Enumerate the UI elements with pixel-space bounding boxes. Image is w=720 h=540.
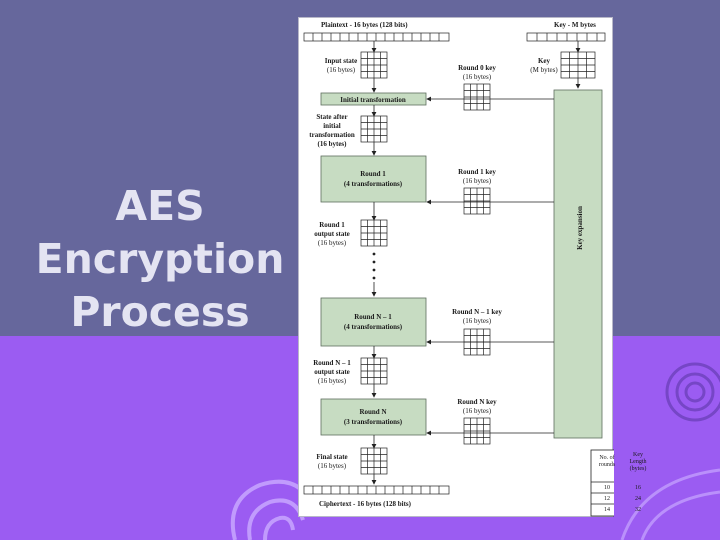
table-row: 12 24 [592,496,654,506]
slide-title-line-3: Process [70,288,250,336]
table-row: 14 32 [592,507,654,517]
round0-key-label: Round 0 key [458,64,496,72]
input-state-label: Input state [325,57,357,65]
round1-key-grid [463,187,491,215]
table-cell-key: 32 [635,507,641,513]
ciphertext-byte-bar [303,485,450,495]
round-n-minus-1-output-label: Round N – 1 [313,359,351,367]
input-state-size: (16 bytes) [327,66,356,74]
round-n-transformations: (3 transformations) [344,418,403,426]
slide-title-line-2: Encryption [35,235,285,283]
input-state-grid [360,51,388,79]
table-header-key-1: Key [633,452,643,458]
round1-output-size: (16 bytes) [318,239,347,247]
ellipsis-dots [372,252,376,280]
final-state-label: Final state [316,453,347,461]
table-cell-rounds: 10 [604,485,610,491]
plaintext-label: Plaintext - 16 bytes (128 bits) [321,21,408,29]
round-n-key-grid [463,417,491,445]
table-header-key-2: Length [629,459,647,465]
table-cell-rounds: 12 [604,496,610,502]
slide-title-line-1: AES [115,182,205,230]
key-expansion-box [553,89,603,439]
round-n-minus-1-output-size: (16 bytes) [318,377,347,385]
table-cell-key: 16 [635,485,641,491]
round0-key-grid [463,83,491,111]
round-n-minus-1-key-label: Round N – 1 key [452,308,502,316]
aes-diagram-image: Plaintext - 16 bytes (128 bits) Key - M … [298,17,614,517]
round-n-key-label: Round N key [457,398,497,406]
state-after-initial-grid [360,115,388,143]
slide-title: AES Encryption Process [20,180,300,339]
round-n-key-size: (16 bytes) [463,407,492,415]
round1-output-label: Round 1 [319,221,345,229]
round-n-minus-1-key-size: (16 bytes) [463,317,492,325]
round-n-minus-1-transformations: (4 transformations) [344,323,403,331]
final-state-grid [360,447,388,475]
rounds-table-text: No. of rounds Key Length (bytes) 10 16 1… [592,451,654,517]
table-header-rounds-2: rounds [598,462,616,468]
round-n-minus-1-label: Round N – 1 [354,313,392,321]
round-n-minus-1-output-grid [360,357,388,385]
final-state-size: (16 bytes) [318,462,347,470]
table-row: 10 16 [592,485,654,495]
state-after-initial-label-3: transformation [309,131,355,139]
key-expansion-label: Key expansion [576,206,584,250]
round-n-box [320,398,427,436]
round-n-minus-1-output-label-2: output state [314,368,350,376]
round1-output-label-2: output state [314,230,350,238]
state-after-initial-size: (16 bytes) [318,140,348,148]
state-after-initial-label-2: initial [323,122,341,130]
decorative-swirl-right [665,362,720,422]
round1-output-grid [360,219,388,247]
table-cell-key: 24 [635,496,641,502]
round1-key-size: (16 bytes) [463,177,492,185]
ciphertext-label: Ciphertext - 16 bytes (128 bits) [319,500,412,508]
initial-transformation-box [320,92,427,106]
round-n-label: Round N [359,408,386,416]
key-box-label: Key [538,57,551,65]
key-byte-bar [526,32,606,42]
round1-key-label: Round 1 key [458,168,496,176]
round1-transformations: (4 transformations) [344,180,403,188]
key-grid [560,51,596,79]
rounds-key-length-table [590,449,614,517]
aes-diagram: Plaintext - 16 bytes (128 bits) Key - M … [303,21,614,517]
round-n-minus-1-box [320,297,427,347]
round1-label: Round 1 [360,170,386,178]
table-header-key-3: (bytes) [629,466,647,472]
state-after-initial-label: State after [316,113,347,121]
key-box-size: (M bytes) [530,66,558,74]
decorative-swirl-bottom-right [620,468,720,540]
initial-transformation-label: Initial transformation [340,96,406,104]
plaintext-byte-bar [303,32,450,42]
table-cell-rounds: 14 [604,507,610,513]
key-label: Key - M bytes [554,21,596,29]
table-header-rounds-1: No. of [599,455,615,461]
round1-box [320,155,427,203]
round0-key-size: (16 bytes) [463,73,492,81]
